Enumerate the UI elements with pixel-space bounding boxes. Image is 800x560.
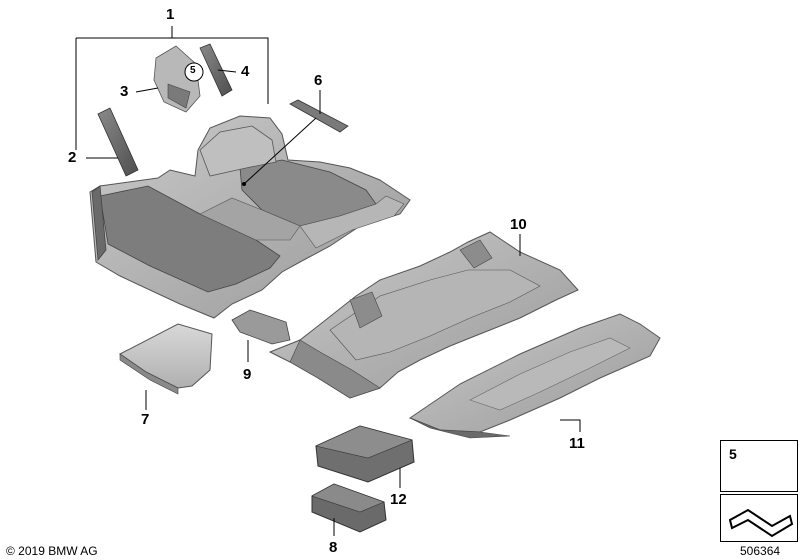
callout-9: 9	[243, 366, 252, 383]
part-7-floor-panel	[119, 323, 213, 395]
part-3-bracket-insulation	[153, 45, 201, 113]
part-9-insulation-piece	[231, 309, 291, 345]
callout-12: 12	[390, 491, 407, 508]
leader-lines	[75, 26, 581, 536]
part-8-floor-panel	[311, 483, 387, 533]
diagram-id: 506364	[740, 544, 781, 558]
part-2-insulation-strip	[97, 107, 139, 177]
inline-callout-circle	[184, 62, 204, 82]
callout-8: 8	[329, 539, 338, 556]
callout-6: 6	[314, 72, 323, 89]
rear-floor-carpet	[268, 231, 579, 399]
callout-7: 7	[141, 411, 150, 428]
legend-box-nut: 5	[720, 440, 798, 492]
legend-item-number: 5	[729, 446, 737, 462]
part-12-floor-panel	[315, 425, 415, 483]
callout-3: 3	[120, 83, 129, 100]
front-floor-carpet	[89, 115, 411, 319]
callout-1: 1	[166, 6, 175, 23]
callout-10: 10	[510, 216, 527, 233]
part-11-trunk-floor-covering	[408, 313, 661, 439]
part-6-cover-strip	[289, 99, 349, 133]
leader-dot	[242, 182, 246, 186]
callout-4: 4	[241, 63, 250, 80]
callout-11: 11	[569, 435, 585, 452]
copyright-text: © 2019 BMW AG	[6, 544, 98, 558]
section-outline-icon	[728, 508, 794, 538]
callout-5-inline: 5	[190, 65, 196, 76]
legend-box-section	[720, 494, 798, 542]
part-4-insulation-strip	[199, 43, 233, 97]
callout-2: 2	[68, 149, 77, 166]
